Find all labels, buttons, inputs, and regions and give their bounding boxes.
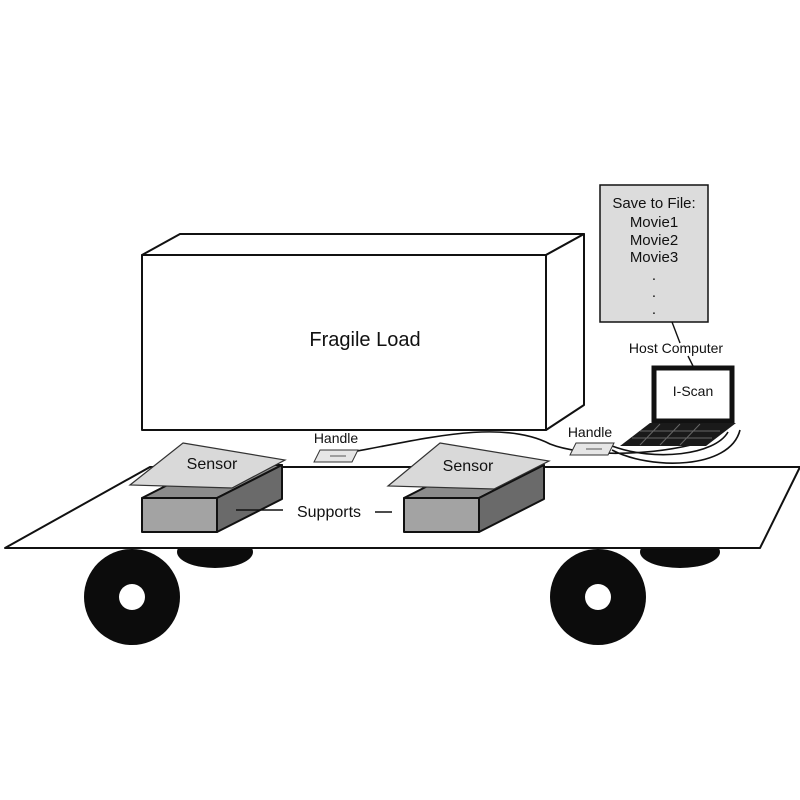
- panel-connector-line: [671, 321, 681, 344]
- save-panel-title: Save to File:: [612, 195, 695, 212]
- save-panel-file-3: Movie3: [630, 249, 678, 266]
- front-left-wheel: [84, 549, 180, 645]
- save-panel-file-1: Movie1: [630, 214, 678, 231]
- save-panel-file-2: Movie2: [630, 232, 678, 249]
- host-computer-connector-line: [687, 355, 695, 369]
- right-sensor-sheet: [386, 442, 551, 490]
- right-handle-device: [569, 442, 615, 456]
- save-panel-ellipsis-2: .: [652, 284, 656, 301]
- supports-label: Supports: [297, 504, 361, 521]
- left-handle-device: [313, 449, 359, 463]
- right-sensor-label: Sensor: [443, 458, 494, 475]
- fragile-load-label: Fragile Load: [309, 329, 420, 351]
- left-handle-cable: [351, 431, 711, 455]
- fragile-load-box: [141, 233, 585, 431]
- left-sensor-label: Sensor: [187, 456, 238, 473]
- save-panel-ellipsis-1: .: [652, 267, 656, 284]
- save-panel-ellipsis-3: .: [652, 301, 656, 318]
- host-laptop: [620, 365, 736, 446]
- left-sensor-sheet: [128, 442, 287, 489]
- front-right-wheel: [550, 549, 646, 645]
- right-handle-label: Handle: [568, 424, 613, 440]
- save-to-file-panel: [599, 184, 709, 323]
- host-computer-label: Host Computer: [629, 340, 723, 356]
- laptop-screen-text: I-Scan: [673, 383, 713, 399]
- right-handle-cable-inner: [611, 431, 729, 456]
- right-handle-cable-outer: [611, 429, 741, 464]
- left-handle-label: Handle: [314, 430, 359, 446]
